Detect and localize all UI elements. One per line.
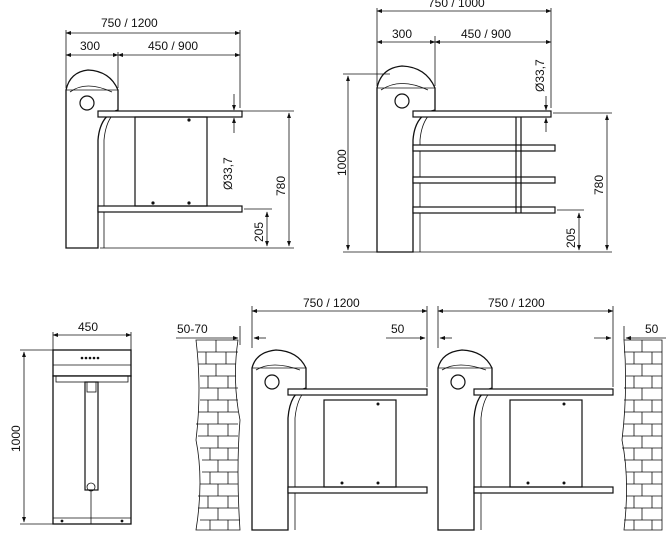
dim-tube-diameter: Ø33,7 <box>533 59 547 92</box>
dim-gap-1: 50 <box>391 322 405 336</box>
dim-post-width: 300 <box>80 39 100 53</box>
turnstile-unit-1 <box>251 349 428 531</box>
dim-post-width: 300 <box>392 27 412 41</box>
dim-height-bottom-arm: 205 <box>252 222 266 242</box>
dim-gap-2: 50 <box>645 322 659 336</box>
arm-bar-3 <box>412 206 556 214</box>
post-head <box>52 349 132 377</box>
turnstile-unit-2 <box>437 349 614 531</box>
view-top-left: 750 / 1200 300 450 / 900 Ø33,7 780 205 <box>65 16 294 249</box>
dim-width: 450 <box>78 320 98 334</box>
arm-top <box>97 110 243 118</box>
view-bottom-installation: 50-70 750 / 1200 50 750 / 1200 50 <box>176 296 666 531</box>
wall-left <box>195 339 241 531</box>
view-bottom-front: 450 1000 <box>9 320 132 525</box>
indicator-light-icon <box>264 374 280 390</box>
indicator-light-icon <box>79 95 95 111</box>
arm-bar-1 <box>412 144 556 152</box>
arm-bottom <box>97 205 243 213</box>
dim-total-height: 1000 <box>335 149 349 176</box>
dim-tube-diameter: Ø33,7 <box>221 157 235 190</box>
arm-bar-2 <box>412 176 556 184</box>
dim-wall-gap-left: 50-70 <box>177 322 208 336</box>
indicator-light-icon <box>450 374 466 390</box>
dim-span-1: 750 / 1200 <box>303 296 360 310</box>
indicator-light-icon <box>394 93 410 109</box>
glass-panel <box>134 116 208 207</box>
dim-overall-width: 750 / 1000 <box>428 0 485 10</box>
dim-overall-width: 750 / 1200 <box>101 16 158 30</box>
wall-right <box>621 339 663 531</box>
turnstile-post <box>65 69 119 249</box>
dim-height-top-arm: 780 <box>592 175 606 195</box>
arm-top <box>412 110 552 118</box>
dim-height-bottom-arm: 205 <box>564 228 578 248</box>
view-top-right: 750 / 1000 300 450 / 900 Ø33,7 1000 780 … <box>335 0 612 253</box>
dim-arm-length: 450 / 900 <box>148 39 198 53</box>
dim-height: 1000 <box>9 425 23 452</box>
dim-arm-length: 450 / 900 <box>461 27 511 41</box>
dim-height-top-arm: 780 <box>274 176 288 196</box>
post-front-body <box>52 375 132 525</box>
turnstile-post <box>376 65 436 253</box>
dim-span-2: 750 / 1200 <box>488 296 545 310</box>
